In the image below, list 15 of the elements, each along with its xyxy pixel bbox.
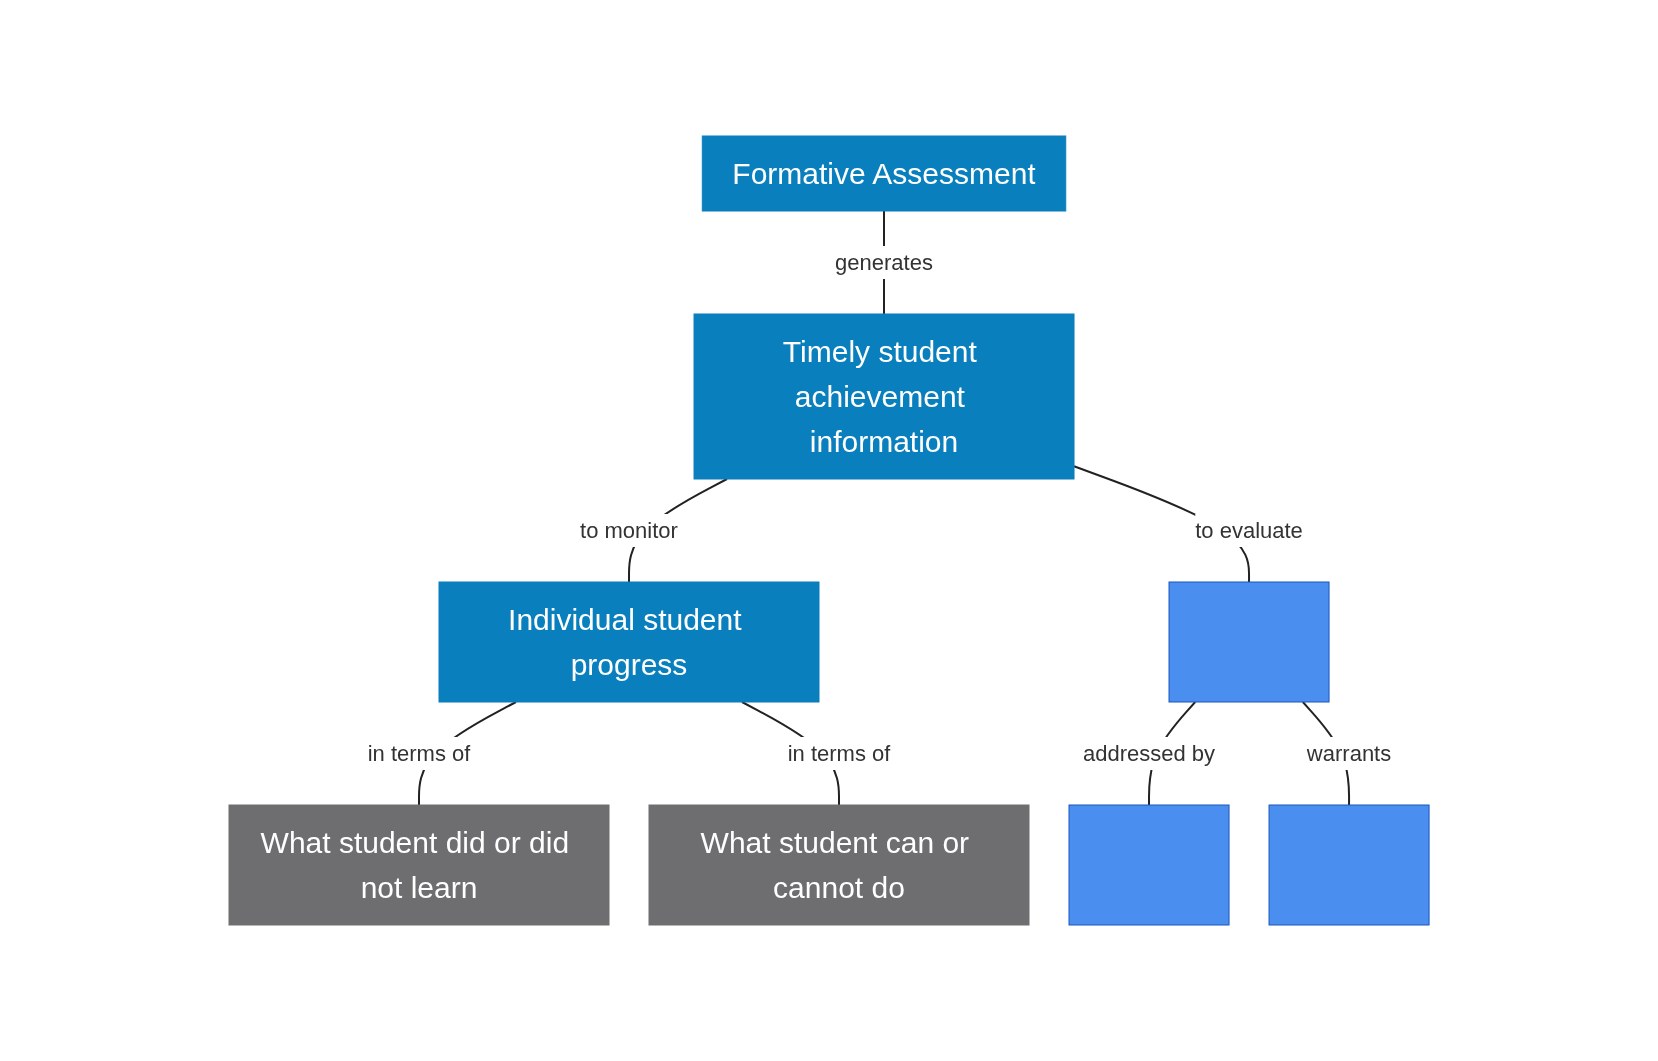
node-box: Individual student progress [438, 581, 820, 703]
node-box: What student did or did not learn [228, 804, 610, 926]
edge-label: in terms of [787, 741, 891, 766]
node-box [1068, 804, 1230, 926]
edge-label: generates [835, 250, 933, 275]
edge-label: warrants [1306, 741, 1392, 766]
node-box: What student can or cannot do [648, 804, 1030, 926]
edge-label: to evaluate [1195, 518, 1303, 543]
edge-label: addressed by [1082, 741, 1216, 766]
node-box: Formative Assessment [701, 135, 1067, 212]
node-box: Timely student achievement information [693, 313, 1075, 480]
edge-label: in terms of [367, 741, 471, 766]
edge-label: to monitor [580, 518, 678, 543]
node-box [1268, 804, 1430, 926]
node-box [1168, 581, 1330, 703]
